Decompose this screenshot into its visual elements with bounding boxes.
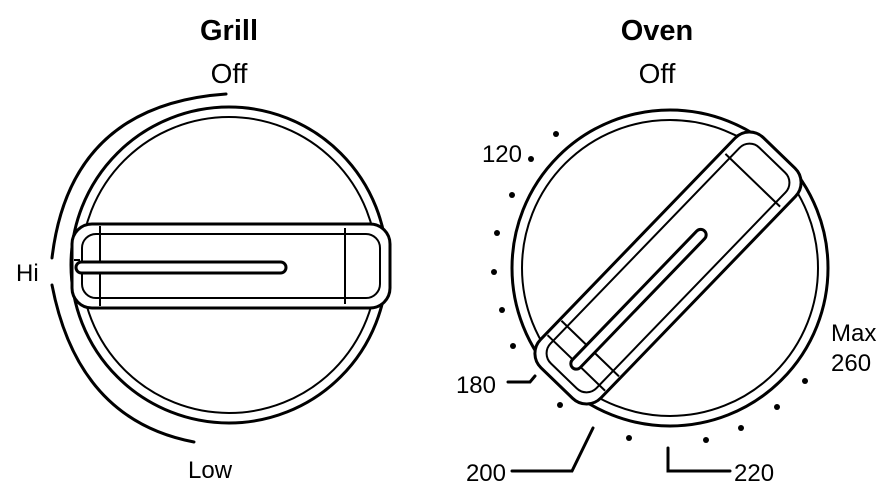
oven-scale-dots bbox=[491, 131, 808, 443]
grill-knob-handle[interactable] bbox=[70, 222, 392, 310]
grill-control[interactable]: Grill Off Hi Low bbox=[16, 15, 392, 483]
grill-low-label: Low bbox=[188, 457, 233, 483]
oven-state: Off bbox=[639, 58, 676, 89]
grill-knob[interactable] bbox=[69, 105, 392, 425]
oven-knob[interactable] bbox=[510, 108, 830, 428]
oven-120-label: 120 bbox=[482, 141, 522, 168]
oven-control[interactable]: Oven Off 120 180 200 220 Max 260 bbox=[456, 15, 876, 483]
grill-scale-arc-upper bbox=[50, 92, 228, 260]
oven-title: Oven bbox=[621, 15, 694, 47]
oven-220-label: 220 bbox=[734, 460, 774, 483]
oven-260-label: 260 bbox=[831, 350, 871, 377]
grill-pointer-line bbox=[74, 260, 288, 275]
oven-knob-handle[interactable] bbox=[527, 124, 810, 413]
grill-hi-label: Hi bbox=[16, 260, 39, 287]
oven-pointer-line bbox=[569, 227, 708, 371]
oven-180-leader bbox=[506, 374, 537, 384]
oven-200-label: 200 bbox=[466, 460, 506, 483]
oven-max-label: Max bbox=[831, 320, 876, 347]
grill-title: Grill bbox=[200, 15, 258, 47]
grill-state: Off bbox=[211, 58, 248, 89]
oven-220-leader bbox=[666, 446, 732, 473]
oven-200-leader bbox=[510, 426, 595, 473]
oven-knob-inner-ring bbox=[521, 119, 819, 417]
grill-scale-arc-lower bbox=[50, 283, 196, 444]
oven-180-label: 180 bbox=[456, 372, 496, 399]
